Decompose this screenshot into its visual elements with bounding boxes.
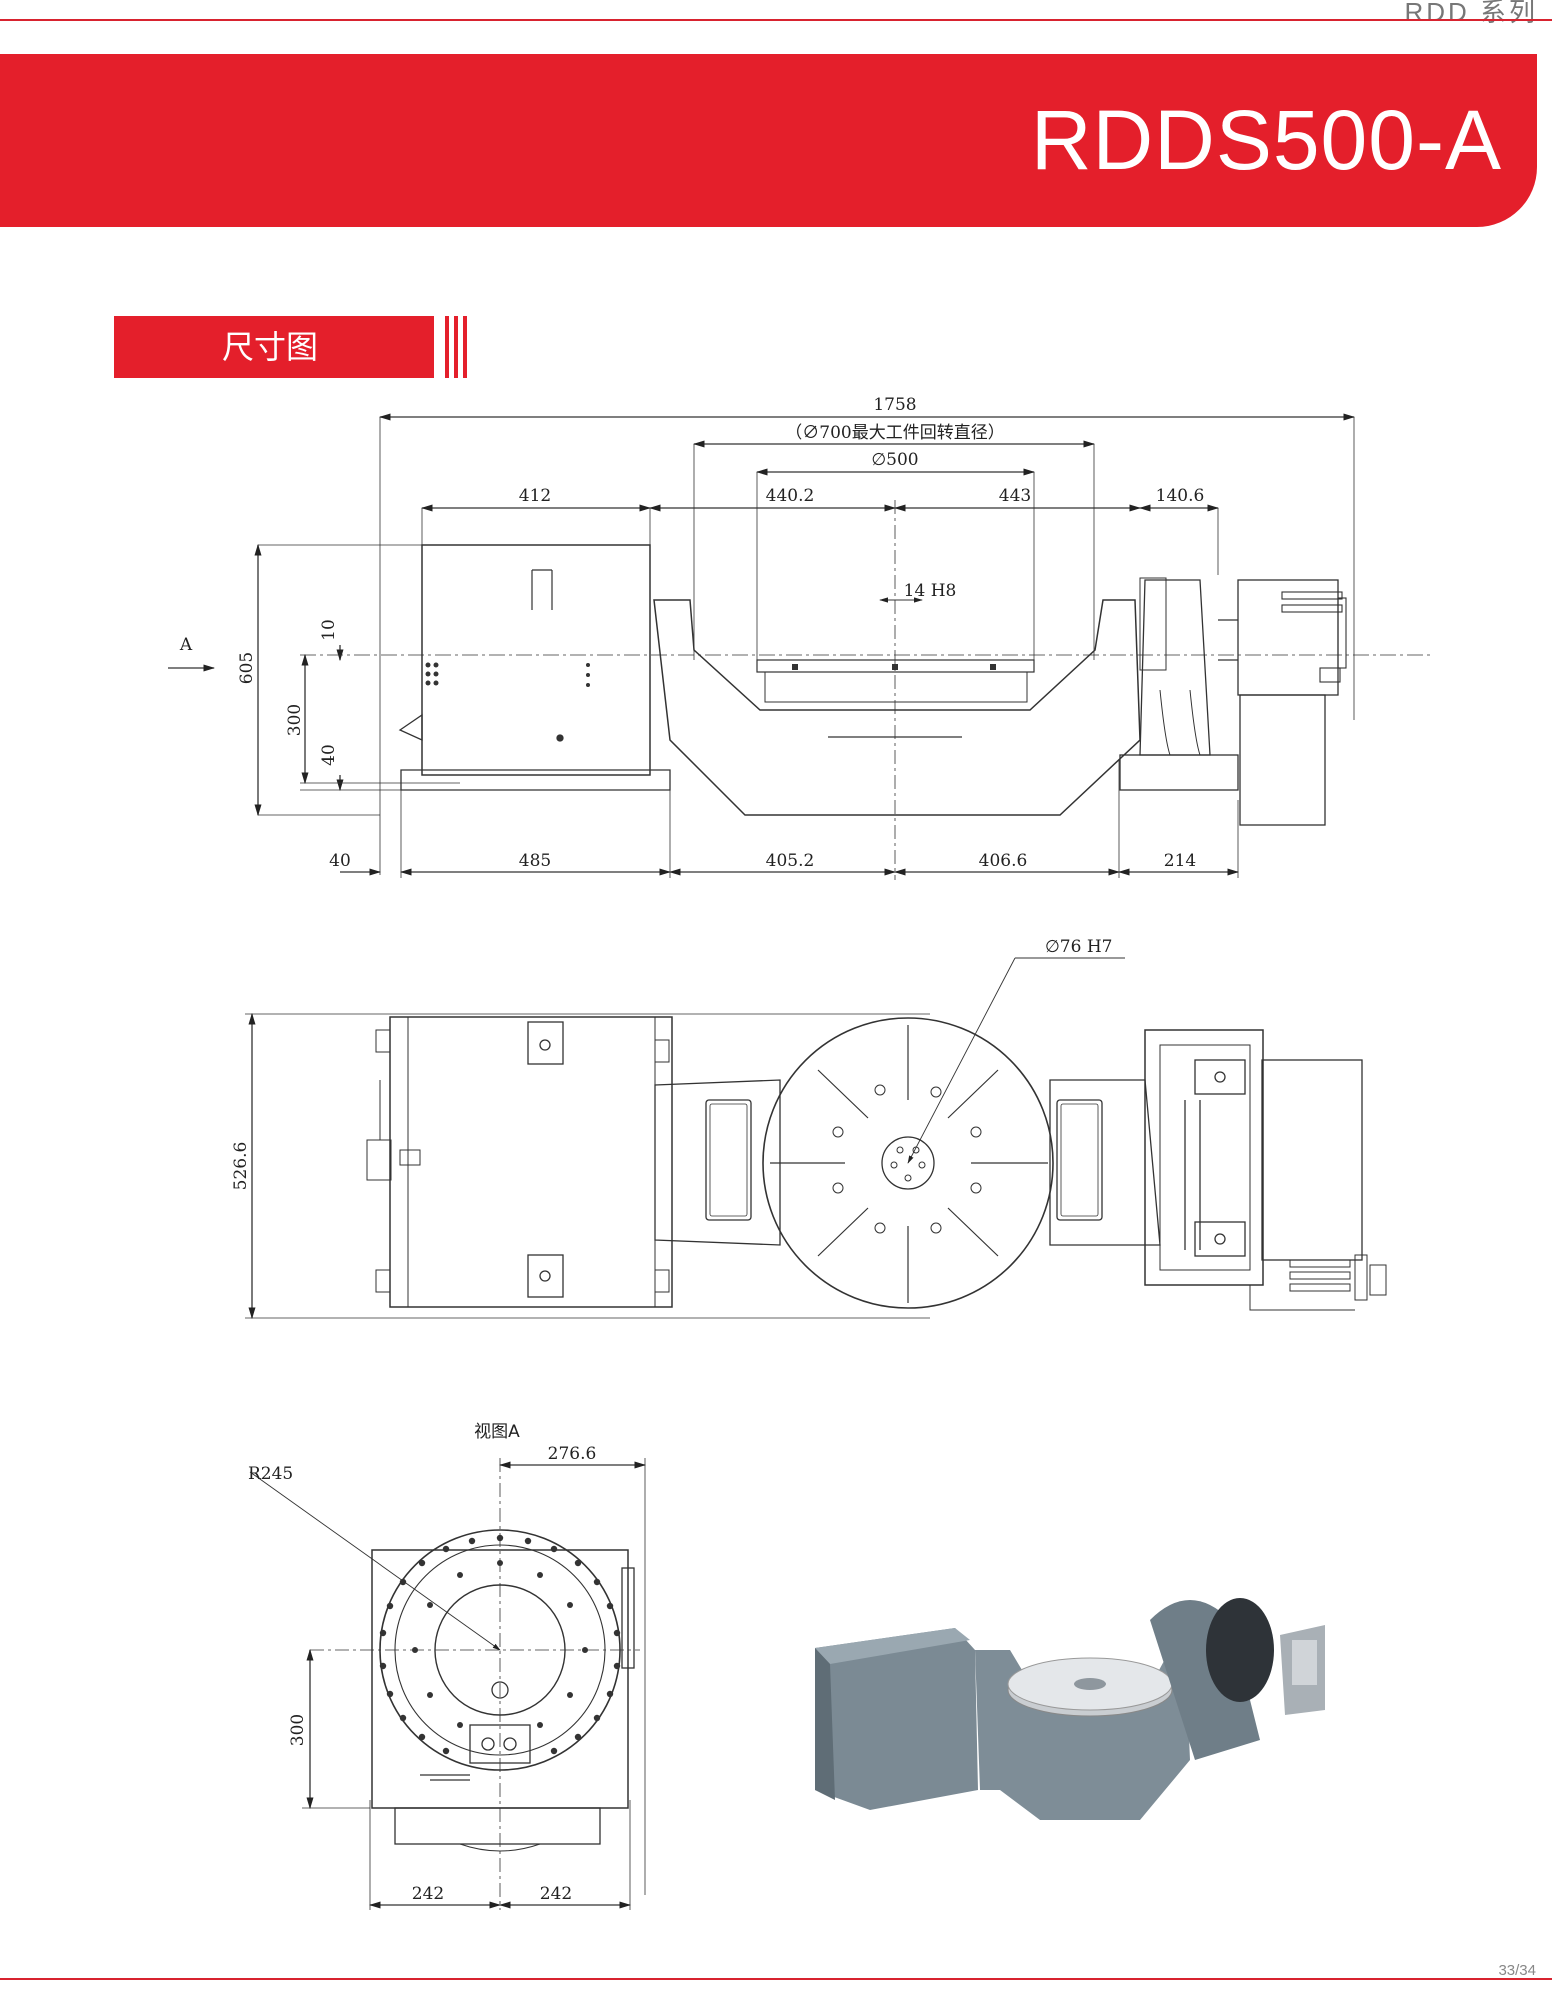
dim-r245: R245	[248, 1464, 293, 1484]
dim-140-6: 140.6	[1156, 486, 1205, 506]
section-tab: 尺寸图	[114, 316, 467, 378]
dim-214: 214	[1164, 851, 1196, 871]
dim-bore: ∅76 H7	[1045, 937, 1113, 957]
dim-242-right: 242	[540, 1884, 572, 1904]
dim-overall: 1758	[873, 395, 916, 415]
arrow-a-label: A	[179, 635, 193, 655]
dim-300: 300	[285, 704, 305, 736]
dim-440-2: 440.2	[766, 486, 815, 506]
series-label: RDD 系列	[1404, 0, 1538, 27]
product-render	[815, 1598, 1325, 1820]
dim-table-dia: ∅500	[871, 450, 918, 470]
side-view-dimensions: 视图A R245 276.6 300 242 242	[248, 1422, 596, 1904]
dim-workpiece-note: （∅700最大工件回转直径）	[785, 423, 1004, 443]
dim-242-left: 242	[412, 1884, 444, 1904]
title-banner	[0, 54, 1537, 227]
dim-10: 10	[319, 619, 339, 641]
side-view-title: 视图A	[474, 1422, 520, 1442]
top-view	[245, 957, 1387, 1320]
dim-443: 443	[999, 486, 1031, 506]
section-title: 尺寸图	[222, 328, 319, 366]
dim-526-6: 526.6	[231, 1142, 251, 1191]
dim-40-h: 40	[329, 851, 351, 871]
side-view-a	[249, 1458, 647, 1910]
dim-40-v: 40	[319, 744, 339, 766]
front-view	[168, 413, 1430, 880]
front-view-dimensions: 1758 （∅700最大工件回转直径） ∅500 412 440.2 443 1…	[179, 395, 1204, 871]
dim-406-6: 406.6	[979, 851, 1028, 871]
top-rule	[0, 19, 1552, 21]
dim-412: 412	[519, 486, 551, 506]
footer-rule	[0, 1978, 1552, 1980]
page-number: 33/34	[1498, 1962, 1536, 1979]
dim-276-6: 276.6	[548, 1444, 597, 1464]
model-title: RDDS500-A	[1030, 93, 1502, 187]
section-tab-decor	[445, 316, 485, 378]
dim-slot: 14 H8	[904, 581, 957, 601]
top-view-dimensions: ∅76 H7 526.6	[231, 937, 1113, 1190]
dim-605: 605	[237, 652, 257, 684]
dim-300-side: 300	[288, 1714, 308, 1746]
dim-485: 485	[519, 851, 551, 871]
dim-405-2: 405.2	[766, 851, 815, 871]
